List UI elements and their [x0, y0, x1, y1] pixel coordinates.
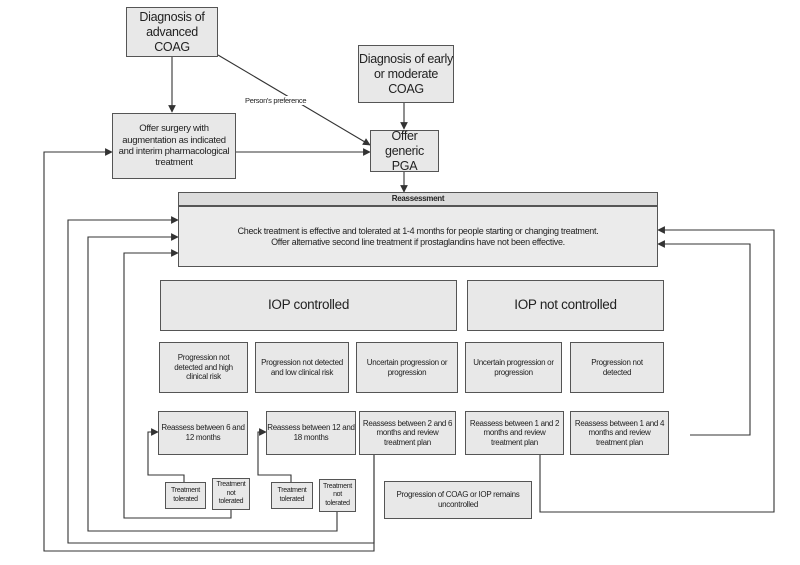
node-progression-not-detected-high-risk: Progression not detected and high clinic… [159, 342, 248, 393]
node-treatment-not-tolerated-2: Treatment not tolerated [319, 479, 356, 512]
node-iop-controlled: IOP controlled [160, 280, 457, 331]
node-reassess-1-4: Reassess between 1 and 4 months and revi… [570, 411, 669, 455]
node-early-moderate-coag: Diagnosis of early or moderate COAG [358, 45, 454, 103]
node-reassess-1-2: Reassess between 1 and 2 months and revi… [465, 411, 564, 455]
node-advanced-coag: Diagnosis of advanced COAG [126, 7, 218, 57]
node-progression-not-detected-low-risk: Progression not detected and low clinica… [255, 342, 349, 393]
node-reassess-12-18: Reassess between 12 and 18 months [266, 411, 356, 455]
node-reassess-2-6: Reassess between 2 and 6 months and revi… [359, 411, 456, 455]
node-iop-not-controlled: IOP not controlled [467, 280, 664, 331]
edge-t3-to-r2 [257, 428, 292, 482]
node-uncertain-progression-not-controlled: Uncertain progression or progression [465, 342, 562, 393]
edge-t4-to-reassessment [87, 233, 338, 532]
node-treatment-tolerated-1: Treatment tolerated [165, 482, 206, 509]
edge-label-persons-preference: Person's preference [245, 96, 307, 105]
node-treatment-not-tolerated-1: Treatment not tolerated [212, 478, 250, 510]
node-progression-not-detected-not-controlled: Progression not detected [570, 342, 664, 393]
reassessment-header: Reassessment [178, 192, 658, 206]
edge-r4-to-reassessment [539, 226, 775, 513]
edge-t2-to-reassessment [123, 249, 232, 519]
edge-r5-to-reassessment [657, 240, 751, 436]
node-progression-uncontrolled: Progression of COAG or IOP remains uncon… [384, 481, 532, 519]
edge-t1-to-r1 [147, 428, 185, 482]
node-treatment-tolerated-2: Treatment tolerated [271, 482, 313, 509]
edge-r3-to-reassessment [67, 216, 375, 544]
node-offer-surgery: Offer surgery with augmentation as indic… [112, 113, 236, 179]
node-uncertain-progression-controlled: Uncertain progression or progression [356, 342, 458, 393]
node-reassess-6-12: Reassess between 6 and 12 months [158, 411, 248, 455]
reassessment-body: Check treatment is effective and tolerat… [178, 206, 658, 267]
node-offer-generic-pga: Offer generic PGA [370, 129, 439, 173]
